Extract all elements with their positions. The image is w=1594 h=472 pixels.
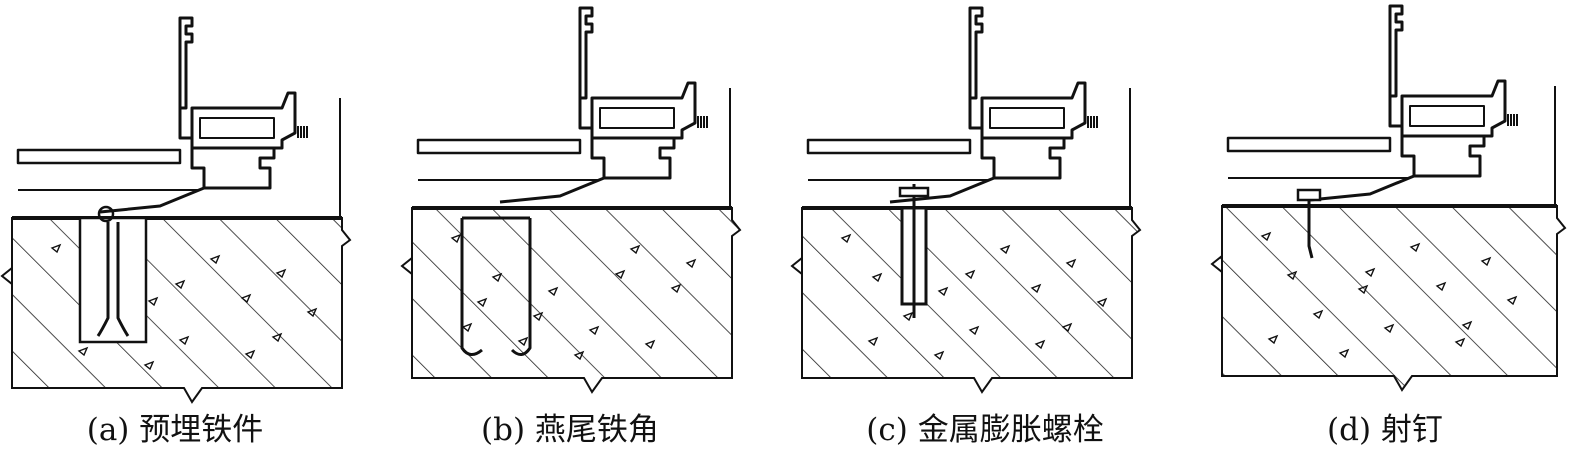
sill-board: [16, 148, 182, 165]
window-frame-mullion: [1388, 4, 1404, 98]
caption-c: (c) 金属膨胀螺栓: [866, 412, 1104, 448]
panel-c: [790, 6, 1142, 394]
sub-frame: [590, 138, 676, 180]
window-frame-mullion: [968, 6, 984, 100]
panel-a: [0, 16, 352, 404]
window-frame-mullion: [178, 16, 194, 110]
concrete-wall: [790, 207, 1142, 394]
caption-d: (d) 射钉: [1327, 412, 1443, 448]
steel-connector-strap: [1309, 174, 1415, 202]
caption-a: (a) 预埋铁件: [86, 412, 264, 448]
concrete-wall: [0, 217, 352, 404]
panel-d: [1210, 4, 1567, 392]
window-frame-mullion: [578, 6, 594, 100]
powder-actuated-nail: [1307, 200, 1314, 259]
sash-profile: [590, 81, 697, 140]
embedded-anchor-rod: [96, 222, 110, 337]
concrete-wall: [400, 207, 742, 394]
concrete-wall: [1210, 205, 1567, 392]
steel-connector-strap: [99, 186, 205, 214]
dovetail-iron-angle: [460, 218, 483, 356]
nail-head: [1296, 188, 1322, 202]
sash-profile: [190, 91, 297, 150]
caption-b: (b) 燕尾铁角: [481, 412, 659, 448]
sill-board: [1226, 136, 1392, 153]
embedded-steel-pocket: [78, 216, 148, 344]
sash-profile: [980, 81, 1087, 140]
sub-frame: [1400, 136, 1486, 178]
sash-profile: [1400, 79, 1507, 138]
steel-connector-strap: [889, 176, 995, 204]
sub-frame: [980, 138, 1066, 180]
sill-board: [806, 138, 972, 155]
panel-b: [400, 6, 742, 394]
sill-board: [416, 138, 582, 155]
steel-connector-strap: [499, 176, 605, 204]
sub-frame: [190, 148, 276, 190]
